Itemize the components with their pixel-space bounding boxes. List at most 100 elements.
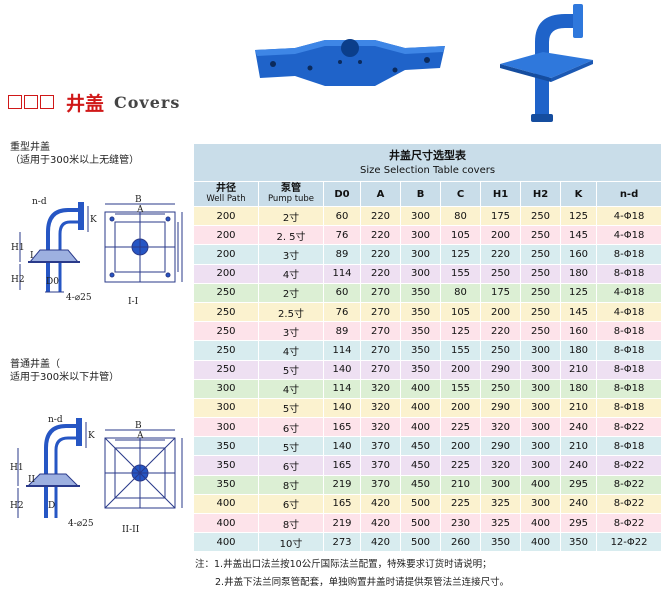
heavy-d0-label: D0 bbox=[46, 277, 59, 287]
table-cell: 140 bbox=[323, 359, 361, 380]
table-cell: 165 bbox=[323, 493, 361, 515]
table-cell: 180 bbox=[560, 340, 597, 361]
table-cell: 114 bbox=[323, 340, 361, 361]
header-en: Pump tube bbox=[267, 194, 315, 204]
table-header-cell: B bbox=[400, 181, 441, 207]
table-cell: 320 bbox=[360, 378, 401, 399]
heavy-cover-caption: 重型井盖 （适用于300米以上无缝管） bbox=[10, 141, 139, 167]
table-cell: 350 bbox=[400, 321, 441, 342]
table-cell: 270 bbox=[360, 301, 401, 323]
table-header-cell: n-d bbox=[595, 181, 663, 207]
normal-cover-subtitle: 适用于300米以下井管） bbox=[10, 372, 120, 383]
table-cell: 3寸 bbox=[258, 244, 324, 265]
table-cell: 200 bbox=[480, 301, 521, 323]
table-cell: 270 bbox=[360, 282, 401, 303]
title-square bbox=[8, 95, 22, 109]
table-cell: 89 bbox=[323, 244, 361, 265]
table-cell: 300 bbox=[193, 378, 259, 399]
table-cell: 240 bbox=[560, 417, 597, 438]
table-cell: 290 bbox=[480, 397, 521, 419]
table-cell: 250 bbox=[520, 263, 561, 284]
table-cell: 320 bbox=[360, 417, 401, 438]
table-cell: 4-Φ18 bbox=[595, 225, 663, 246]
normal-a-label: A bbox=[136, 431, 144, 441]
table-cell: 4寸 bbox=[258, 378, 324, 399]
table-cell: 300 bbox=[520, 359, 561, 380]
note-line-2: 2.井盖下法兰同泵管配套，单独购置井盖时请提供泵管法兰连接尺寸。 bbox=[215, 577, 510, 588]
title-square bbox=[24, 95, 38, 109]
table-cell: 450 bbox=[400, 436, 441, 457]
heavy-cover-title: 重型井盖 bbox=[10, 142, 50, 153]
table-cell: 250 bbox=[193, 301, 259, 323]
table-cell: 270 bbox=[360, 340, 401, 361]
table-cell: 400 bbox=[520, 512, 561, 534]
table-cell: 5寸 bbox=[258, 436, 324, 457]
table-cell: 10寸 bbox=[258, 532, 324, 553]
table-cell: 210 bbox=[560, 436, 597, 457]
table-cell: 125 bbox=[440, 321, 481, 342]
note-line-1: 注：1.井盖出口法兰按10公斤国际法兰配置，特殊要求订货时请说明； bbox=[195, 559, 492, 570]
table-cell: 350 bbox=[400, 282, 441, 303]
table-cell: 219 bbox=[323, 512, 361, 534]
table-cell: 370 bbox=[360, 436, 401, 457]
table-cell: 155 bbox=[440, 340, 481, 361]
table-cell: 114 bbox=[323, 378, 361, 399]
table-cell: 2寸 bbox=[258, 205, 324, 227]
header-cn: B bbox=[416, 188, 425, 200]
table-notes: 注：1.井盖出口法兰按10公斤国际法兰配置，特殊要求订货时请说明； 2.井盖下法… bbox=[195, 556, 509, 592]
table-cell: 4-Φ18 bbox=[595, 205, 663, 227]
table-header-cell: H2 bbox=[520, 181, 561, 207]
table-cell: 320 bbox=[360, 397, 401, 419]
table-cell: 200 bbox=[193, 225, 259, 246]
table-cell: 350 bbox=[193, 474, 259, 495]
table-cell: 370 bbox=[360, 455, 401, 476]
table-cell: 160 bbox=[560, 321, 597, 342]
normal-ii-label: II bbox=[28, 475, 36, 485]
table-cell: 2.5寸 bbox=[258, 301, 324, 323]
table-cell: 250 bbox=[193, 340, 259, 361]
table-cell: 300 bbox=[520, 397, 561, 419]
table-cell: 420 bbox=[360, 532, 401, 553]
header-cn: A bbox=[376, 188, 385, 200]
table-cell: 8-Φ18 bbox=[595, 263, 663, 284]
table-cell: 250 bbox=[520, 225, 561, 246]
table-cell: 8-Φ18 bbox=[595, 378, 663, 399]
table-cell: 250 bbox=[520, 301, 561, 323]
section-title-cn: 井盖 bbox=[66, 92, 105, 115]
normal-h1-label: H1 bbox=[10, 463, 24, 473]
normal-section-label: II-II bbox=[122, 525, 140, 535]
table-cell: 300 bbox=[520, 340, 561, 361]
table-cell: 290 bbox=[480, 436, 521, 457]
table-cell: 105 bbox=[440, 225, 481, 246]
table-cell: 325 bbox=[480, 512, 521, 534]
table-cell: 400 bbox=[520, 474, 561, 495]
table-cell: 295 bbox=[560, 474, 597, 495]
table-cell: 200 bbox=[440, 359, 481, 380]
table-cell: 250 bbox=[480, 378, 521, 399]
table-cell: 60 bbox=[323, 205, 361, 227]
header-cn: D0 bbox=[334, 188, 350, 200]
table-cell: 60 bbox=[323, 282, 361, 303]
table-cell: 8-Φ18 bbox=[595, 436, 663, 457]
table-cell: 350 bbox=[560, 532, 597, 553]
table-cell: 2. 5寸 bbox=[258, 225, 324, 246]
table-cell: 210 bbox=[440, 474, 481, 495]
table-cell: 105 bbox=[440, 301, 481, 323]
table-cell: 145 bbox=[560, 301, 597, 323]
table-cell: 4-Φ18 bbox=[595, 301, 663, 323]
table-cell: 8-Φ22 bbox=[595, 493, 663, 515]
table-header-cell: A bbox=[360, 181, 401, 207]
table-cell: 2寸 bbox=[258, 282, 324, 303]
table-cell: 125 bbox=[560, 205, 597, 227]
